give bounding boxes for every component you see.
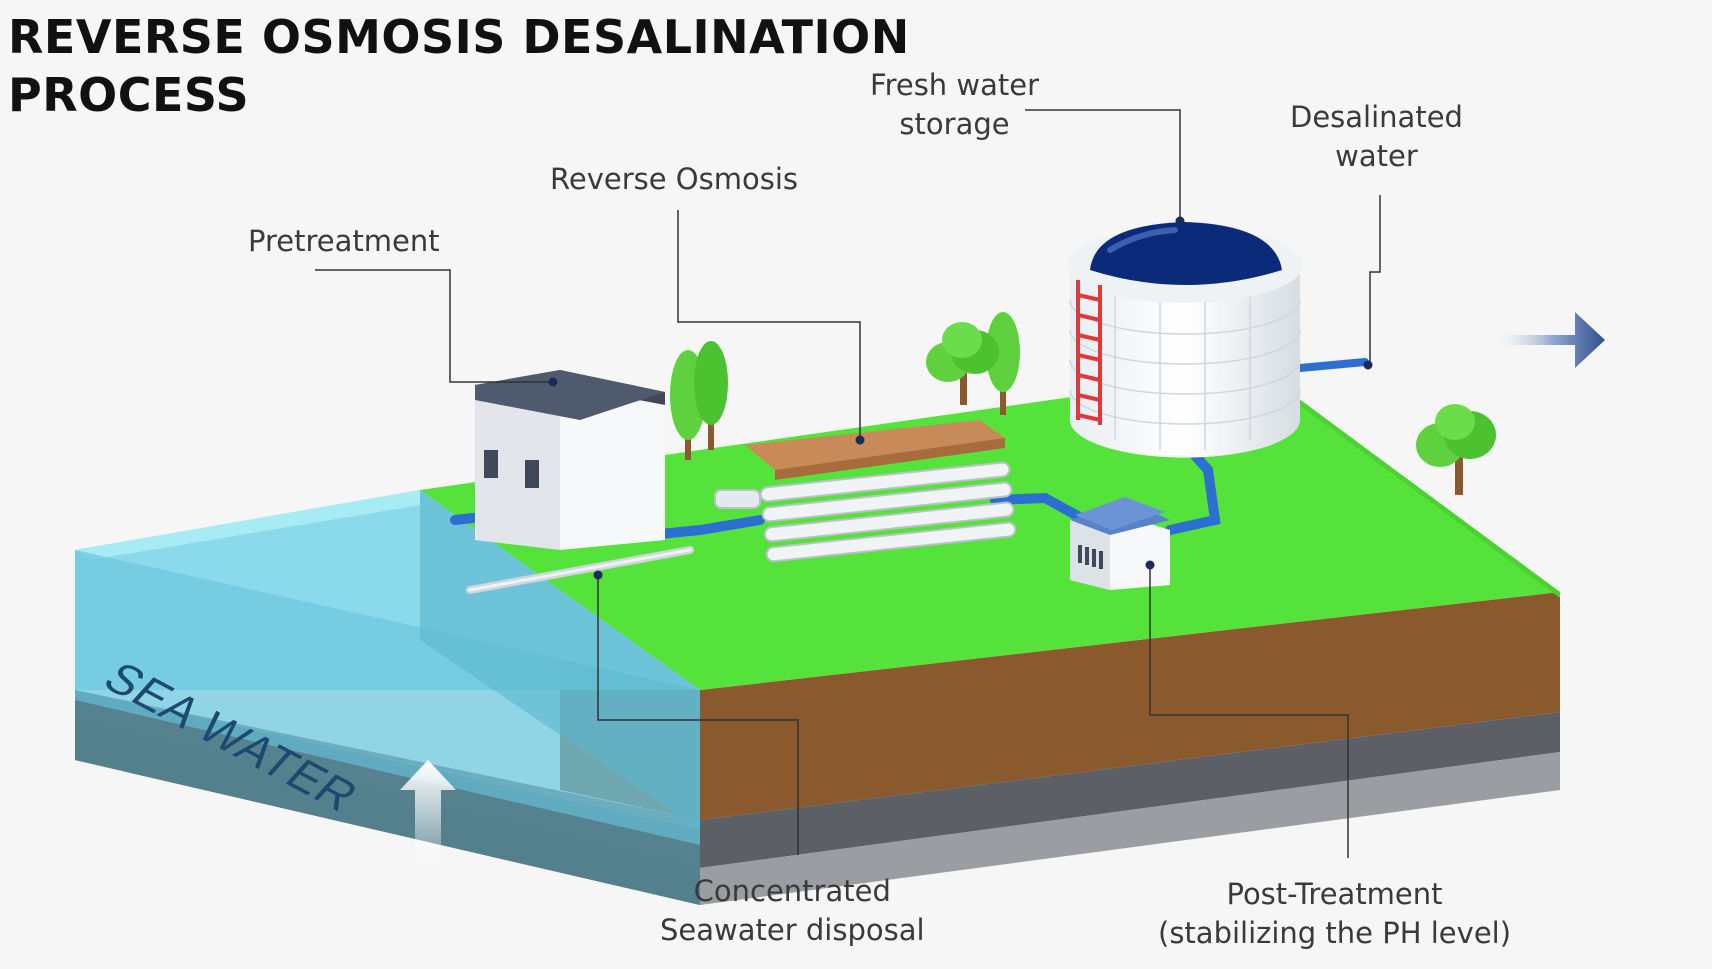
label-concentrated-line-1: Concentrated [693,874,891,908]
label-post-treatment: Post-Treatment (stabilizing the PH level… [1158,875,1511,953]
sea-water-block [75,490,700,905]
label-post-treatment-line-1: Post-Treatment [1226,877,1443,911]
label-desalinated-line-1: Desalinated [1290,100,1463,134]
tree-group [670,312,1496,495]
label-post-treatment-line-2: (stabilizing the PH level) [1158,916,1512,950]
label-fresh-water-storage: Fresh water storage [870,66,1039,144]
leader-lines [315,109,1381,858]
label-fresh-water-line-1: Fresh water [870,68,1040,102]
label-reverse-osmosis: Reverse Osmosis [550,162,798,196]
title-line-1: REVERSE OSMOSIS DESALINATION [8,10,910,64]
fresh-water-tank [1067,222,1303,458]
label-pretreatment: Pretreatment [248,224,440,258]
post-treatment-building [1070,497,1170,590]
label-desalinated-water: Desalinated water [1290,98,1463,176]
reverse-osmosis-unit [714,420,1017,563]
flow-arrow-icon [1490,312,1605,368]
diagram-title: REVERSE OSMOSIS DESALINATION PROCESS [8,8,910,124]
label-fresh-water-line-2: storage [899,107,1010,141]
title-line-2: PROCESS [8,68,250,122]
label-concentrated-disposal: Concentrated Seawater disposal [660,872,925,950]
label-desalinated-line-2: water [1335,139,1418,173]
up-arrow-icon [400,760,456,860]
pretreatment-building [475,370,665,550]
label-concentrated-line-2: Seawater disposal [660,913,925,947]
